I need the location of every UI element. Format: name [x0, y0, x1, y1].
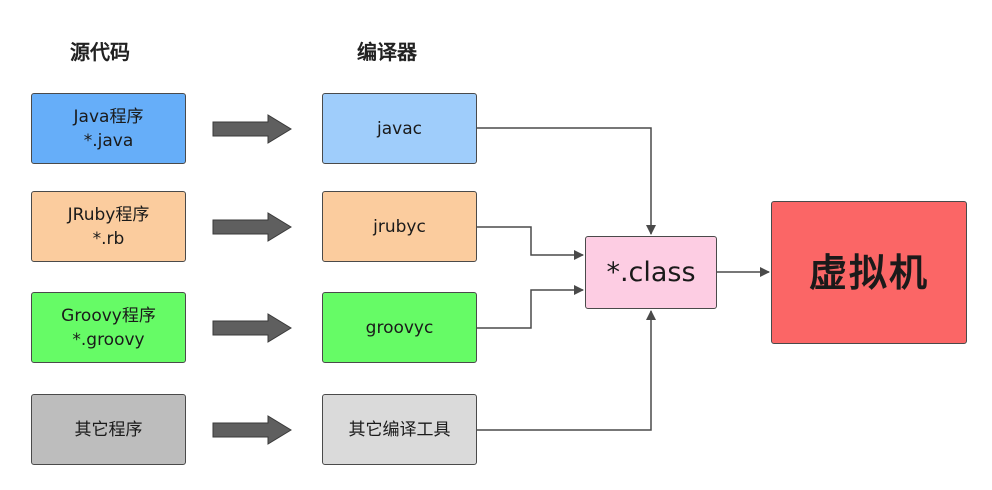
other-to-tool-arrow [212, 415, 292, 445]
jruby-to-jrubyc-arrow [212, 212, 292, 242]
other-source-node: 其它程序 [31, 394, 186, 465]
class-file-label: *.class [606, 256, 696, 288]
other-compiler-label: 其它编译工具 [348, 419, 451, 440]
virtual-machine-label: 虚拟机 [808, 250, 929, 295]
java-source-node: Java程序 *.java [31, 93, 186, 164]
jruby-source-label: JRuby程序 [67, 204, 150, 225]
javac-compiler-node: javac [322, 93, 477, 164]
jrubyc-label: jrubyc [373, 216, 426, 237]
javac-label: javac [377, 118, 422, 139]
java-source-extension: *.java [83, 130, 134, 151]
java-to-javac-arrow [212, 114, 292, 144]
groovy-source-extension: *.groovy [72, 329, 145, 350]
javac-to-class-connector [477, 127, 656, 235]
other-source-label: 其它程序 [74, 419, 143, 440]
groovyc-compiler-node: groovyc [322, 292, 477, 363]
jruby-source-extension: *.rb [92, 228, 125, 249]
jruby-source-node: JRuby程序 *.rb [31, 191, 186, 262]
jrubyc-to-class-connector [477, 226, 584, 260]
groovy-to-groovyc-arrow [212, 313, 292, 343]
java-source-label: Java程序 [73, 106, 144, 127]
groovy-source-label: Groovy程序 [61, 305, 156, 326]
compiler-heading: 编译器 [357, 40, 417, 64]
groovy-source-node: Groovy程序 *.groovy [31, 292, 186, 363]
groovyc-label: groovyc [365, 317, 434, 338]
virtual-machine-node: 虚拟机 [771, 201, 967, 344]
groovyc-to-class-connector [477, 285, 584, 329]
source-code-heading: 源代码 [70, 40, 130, 64]
class-file-node: *.class [585, 236, 717, 309]
other-compiler-node: 其它编译工具 [322, 394, 477, 465]
jrubyc-compiler-node: jrubyc [322, 191, 477, 262]
tool-to-class-connector [477, 310, 656, 431]
